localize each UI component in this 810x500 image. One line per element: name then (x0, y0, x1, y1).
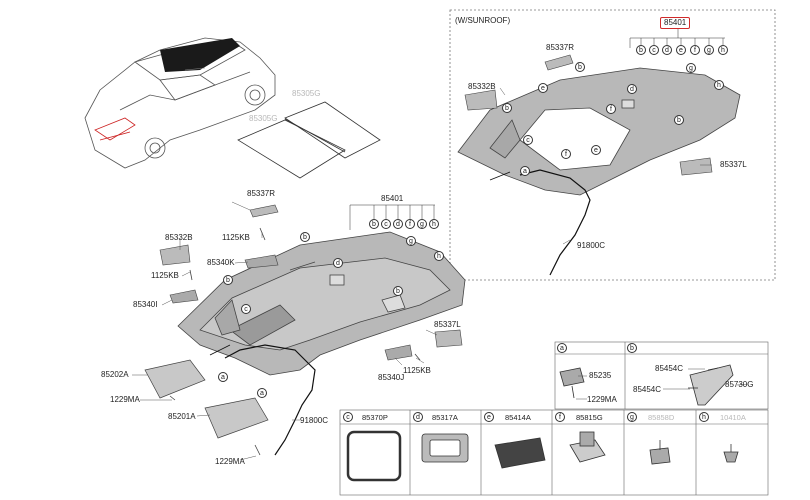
callout-91800C-sunroof[interactable]: 91800C (577, 241, 606, 250)
letter-b-sunroof: b (636, 45, 646, 55)
table-g-letter: g (627, 412, 637, 422)
letter-c-sunroof: c (649, 45, 659, 55)
letter-b-main-4: b (393, 286, 403, 296)
table-f-letter: f (555, 412, 565, 422)
letter-b-main-2: b (300, 232, 310, 242)
letter-b-sunroof-4: b (674, 115, 684, 125)
letter-b-sunroof-2: b (575, 62, 585, 72)
callout-1125KB-a[interactable]: 1125KB (222, 233, 250, 242)
highlighted-part-85401[interactable]: 85401 (660, 17, 691, 29)
table-d-part[interactable]: 85317A (432, 413, 458, 422)
letter-c-main-2: c (241, 304, 251, 314)
letter-e-sunroof-2: e (538, 83, 548, 93)
main-headliner (177, 231, 466, 376)
letter-e-sunroof-3: e (591, 145, 601, 155)
table-h-part[interactable]: 10410A (720, 413, 746, 422)
callout-85337L-sunroof[interactable]: 85337L (720, 160, 747, 169)
letter-f-sunroof: f (690, 45, 700, 55)
letter-h-sunroof-2: h (714, 80, 724, 90)
letter-g-sunroof: g (704, 45, 714, 55)
table-e-part[interactable]: 85414A (505, 413, 531, 422)
letter-a-main: a (218, 372, 228, 382)
letter-d-sunroof: d (662, 45, 672, 55)
letter-h-main: h (429, 219, 439, 229)
callout-85305G-bottom[interactable]: 85305G (249, 114, 278, 123)
letter-g-sunroof-2: g (686, 63, 696, 73)
letter-c-sunroof-2: c (523, 135, 533, 145)
parts-table-grid (339, 341, 769, 496)
letter-h-sunroof: h (718, 45, 728, 55)
sunroof-headliner (457, 67, 741, 196)
table-c-letter: c (343, 412, 353, 422)
callout-85340J[interactable]: 85340J (378, 373, 405, 382)
letter-h-main-2: h (434, 251, 444, 261)
table-b-part-85454C-a[interactable]: 85454C (655, 364, 684, 373)
callout-85337R-sunroof[interactable]: 85337R (546, 43, 575, 52)
callout-1125KB-c[interactable]: 1125KB (403, 366, 431, 375)
table-e-letter: e (484, 412, 494, 422)
table-h-letter: h (699, 412, 709, 422)
table-a-part-1229MA[interactable]: 1229MA (587, 395, 617, 404)
letter-b-main: b (369, 219, 379, 229)
letter-a-sunroof: a (520, 166, 530, 176)
callout-85202A[interactable]: 85202A (101, 370, 129, 379)
callout-85337R[interactable]: 85337R (247, 189, 276, 198)
table-c-part[interactable]: 85370P (362, 413, 388, 422)
table-part-drawings (346, 364, 739, 482)
callout-85340I[interactable]: 85340I (133, 300, 158, 309)
letter-f-main: f (405, 219, 415, 229)
callout-85332B-sunroof[interactable]: 85332B (468, 82, 496, 91)
table-a-letter: a (557, 343, 567, 353)
callout-1229MA-b[interactable]: 1229MA (215, 457, 245, 466)
table-b-part-85730G[interactable]: 85730G (725, 380, 754, 389)
callout-85337L[interactable]: 85337L (434, 320, 461, 329)
letter-a-main-2: a (257, 388, 267, 398)
table-b-letter: b (627, 343, 637, 353)
letter-f-sunroof-3: f (561, 149, 571, 159)
callout-85201A[interactable]: 85201A (168, 412, 196, 421)
letter-g-main-2: g (406, 236, 416, 246)
letter-e-sunroof: e (676, 45, 686, 55)
letter-d-sunroof-2: d (627, 84, 637, 94)
callout-85340K[interactable]: 85340K (207, 258, 235, 267)
callout-1229MA-a[interactable]: 1229MA (110, 395, 140, 404)
letter-b-sunroof-3: b (502, 103, 512, 113)
letter-b-main-3: b (223, 275, 233, 285)
sunroof-section-title: (W/SUNROOF) (455, 16, 511, 25)
callout-85305G-top[interactable]: 85305G (292, 89, 321, 98)
table-b-part-85454C-b[interactable]: 85454C (633, 385, 662, 394)
letter-g-main: g (417, 219, 427, 229)
table-d-letter: d (413, 412, 423, 422)
table-f-part[interactable]: 85815G (576, 413, 603, 422)
letter-d-main: d (393, 219, 403, 229)
table-a-part-85235[interactable]: 85235 (589, 371, 612, 380)
callout-1125KB-b[interactable]: 1125KB (151, 271, 179, 280)
letter-d-main-2: d (333, 258, 343, 268)
letter-c-main: c (381, 219, 391, 229)
letter-f-sunroof-2: f (606, 104, 616, 114)
car-illustration (84, 37, 276, 169)
callout-85401[interactable]: 85401 (381, 194, 404, 203)
table-g-part[interactable]: 85858D (648, 413, 675, 422)
callout-91800C[interactable]: 91800C (300, 416, 329, 425)
callout-85332B[interactable]: 85332B (165, 233, 193, 242)
